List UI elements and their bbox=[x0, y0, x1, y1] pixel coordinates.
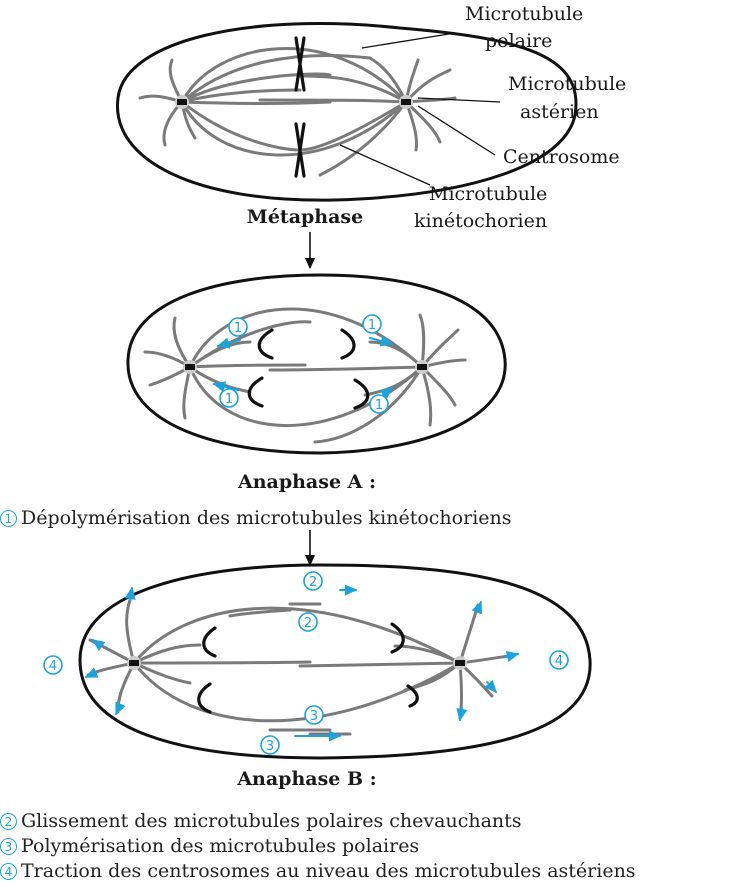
step-badge-4a: 4 bbox=[44, 656, 62, 674]
svg-text:1: 1 bbox=[234, 321, 242, 336]
label-centrosome: Centrosome bbox=[503, 146, 620, 168]
step-badge-2b: 2 bbox=[299, 613, 317, 631]
label-aster-2: astérien bbox=[520, 101, 599, 123]
legend-badge-3: 3 bbox=[0, 838, 17, 855]
legend-text-3: Polymérisation des microtubules polaires bbox=[21, 835, 419, 857]
title-metaphase: Métaphase bbox=[247, 206, 363, 228]
legend-badge-4: 4 bbox=[0, 863, 17, 880]
svg-text:2: 2 bbox=[309, 575, 317, 590]
step-badge-4b: 4 bbox=[550, 651, 568, 669]
label-kineto-2: kinétochorien bbox=[414, 210, 547, 232]
anaphase-b-cell: 2 2 3 3 4 4 bbox=[44, 565, 590, 758]
step-badge-3b: 3 bbox=[261, 736, 279, 754]
label-polar-1: Microtubule bbox=[465, 3, 583, 25]
leader-lines bbox=[340, 33, 500, 185]
svg-text:1: 1 bbox=[225, 392, 233, 407]
step-badge-2a: 2 bbox=[304, 572, 322, 590]
legend-badge-1: 1 bbox=[0, 510, 17, 527]
svg-text:3: 3 bbox=[266, 739, 274, 754]
label-aster-1: Microtubule bbox=[508, 73, 626, 95]
svg-text:1: 1 bbox=[368, 318, 376, 333]
step-badge-1b: 1 bbox=[363, 315, 381, 333]
step-badge-1a: 1 bbox=[229, 318, 247, 336]
legend-text-4: Traction des centrosomes au niveau des m… bbox=[21, 860, 636, 882]
svg-text:3: 3 bbox=[310, 709, 318, 724]
svg-text:4: 4 bbox=[555, 654, 563, 669]
svg-text:4: 4 bbox=[49, 659, 57, 674]
label-kineto-1: Microtubule bbox=[429, 183, 547, 205]
anaphase-a-cell: 1 1 1 1 bbox=[128, 275, 505, 453]
legend-text-2: Glissement des microtubules polaires che… bbox=[21, 810, 522, 832]
step-badge-3a: 3 bbox=[305, 706, 323, 724]
step-badge-1d: 1 bbox=[370, 395, 388, 413]
svg-text:1: 1 bbox=[375, 398, 383, 413]
legend-text-1: Dépolymérisation des microtubules kinéto… bbox=[21, 507, 512, 529]
title-anaphase-a: Anaphase A : bbox=[237, 471, 376, 493]
title-anaphase-b: Anaphase B : bbox=[236, 768, 376, 790]
svg-text:2: 2 bbox=[304, 616, 312, 631]
step-badge-1c: 1 bbox=[220, 389, 238, 407]
legend-badge-2: 2 bbox=[0, 813, 17, 830]
label-polar-2: polaire bbox=[485, 30, 552, 52]
